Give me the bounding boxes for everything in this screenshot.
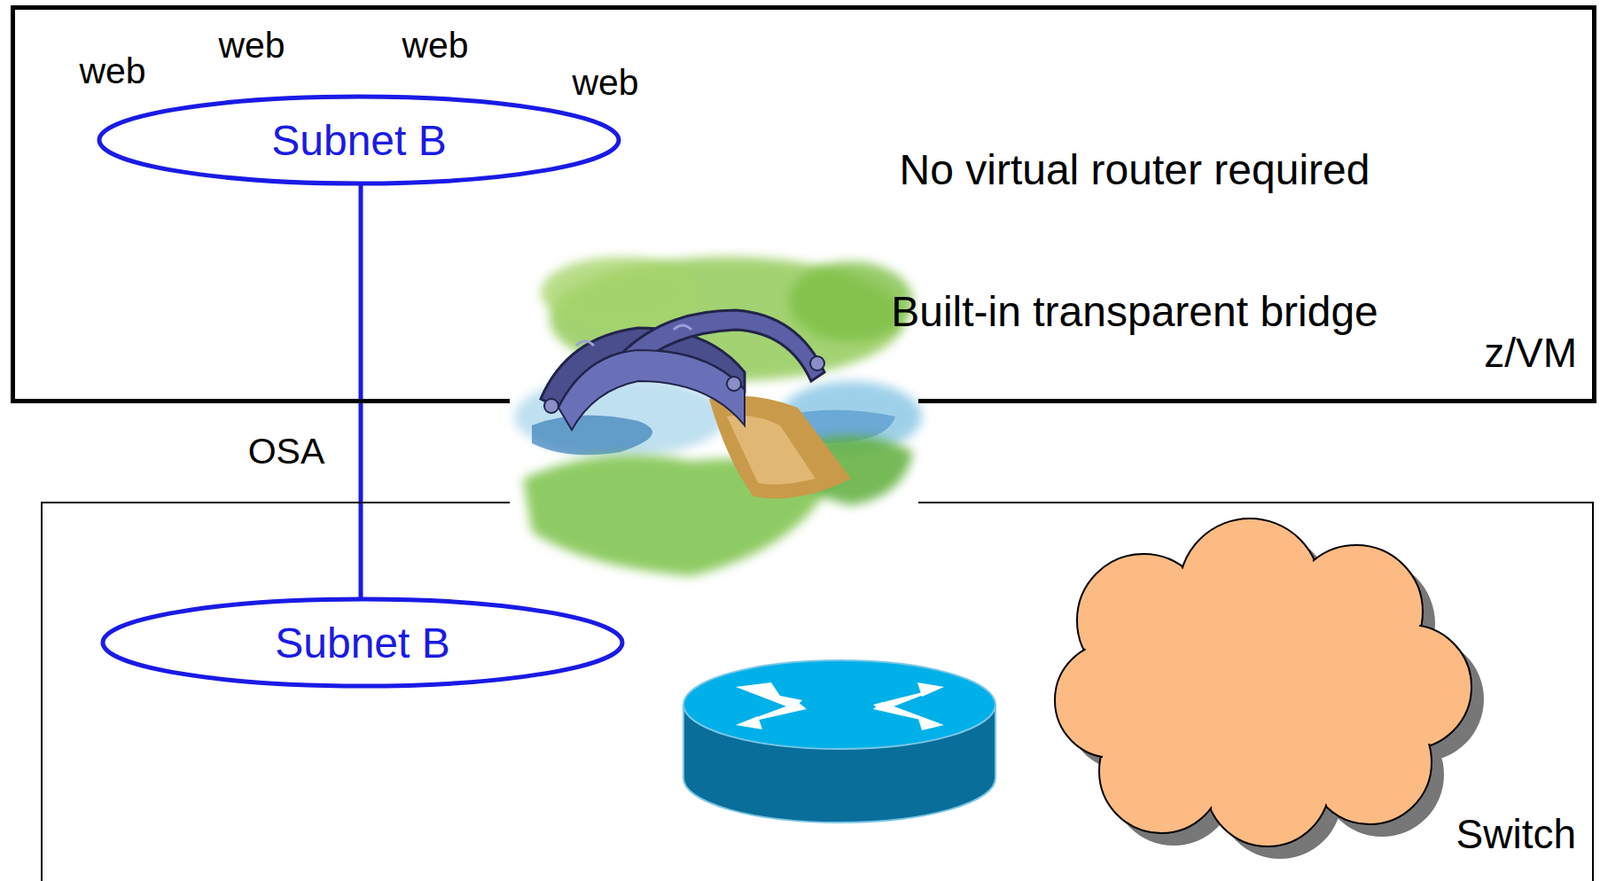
network-cloud bbox=[1054, 518, 1484, 859]
note-text: Built-in transparent bridge bbox=[886, 286, 1383, 338]
frame-line bbox=[13, 7, 1595, 402]
system-label: z/VM bbox=[1483, 328, 1577, 377]
subnet-label: Subnet B bbox=[271, 116, 446, 165]
system-frame: Switch Subnet B bbox=[40, 501, 1594, 881]
frame-outline bbox=[40, 501, 1594, 881]
ellipse-line bbox=[99, 96, 619, 184]
server-label: web bbox=[78, 49, 146, 94]
server-label: web bbox=[401, 23, 469, 68]
system-label: Switch bbox=[1456, 810, 1577, 859]
note-text: No virtual router required bbox=[886, 144, 1383, 196]
ellipse-line bbox=[102, 599, 623, 687]
bridge-illustration bbox=[514, 257, 922, 577]
subnet-ellipse: Subnet B bbox=[100, 596, 625, 689]
link-line bbox=[359, 184, 364, 599]
server-label: web bbox=[218, 23, 285, 68]
subnet-label: Subnet B bbox=[274, 618, 450, 668]
server-label: web bbox=[571, 61, 639, 105]
router-symbol bbox=[683, 660, 996, 823]
subnet-ellipse: Subnet B bbox=[96, 93, 622, 187]
adapter-label: OSA bbox=[248, 429, 326, 474]
frame-line bbox=[41, 502, 1593, 881]
